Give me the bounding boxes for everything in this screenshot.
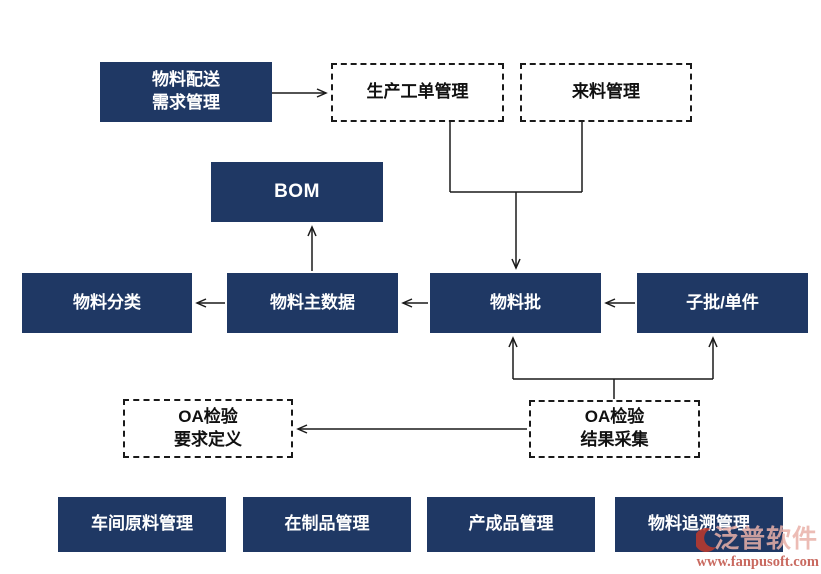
node-label: BOM (274, 181, 320, 203)
node-label: 物料批 (490, 292, 541, 312)
node-label: 需求管理 (152, 93, 220, 112)
node-label: 物料配送 (152, 70, 220, 90)
node-label: 生产工单管理 (366, 82, 469, 102)
node-finished-product: 产成品管理 (427, 497, 595, 552)
node-material-master: 物料主数据 (227, 273, 398, 333)
node-wip-management: 在制品管理 (243, 497, 411, 552)
node-label: 来料管理 (572, 82, 640, 102)
node-label: 物料分类 (73, 292, 141, 312)
node-material-distribution: 物料配送 需求管理 (100, 62, 272, 122)
node-label: 物料追溯管理 (648, 514, 750, 534)
node-label: OA检验 (178, 406, 238, 426)
watermark-url: www.fanpusoft.com (696, 554, 819, 570)
node-material-batch: 物料批 (430, 273, 601, 333)
node-label: 子批/单件 (686, 292, 759, 312)
node-incoming-material: 来料管理 (520, 63, 692, 122)
node-label: 结果采集 (580, 430, 649, 449)
fanpu-logo-icon (696, 528, 716, 553)
node-production-workorder: 生产工单管理 (331, 63, 504, 122)
node-label: 产成品管理 (468, 514, 554, 534)
node-label: 要求定义 (174, 429, 242, 449)
node-label: 车间原料管理 (91, 514, 193, 534)
node-workshop-raw-material: 车间原料管理 (58, 497, 226, 552)
node-sub-batch: 子批/单件 (637, 273, 808, 333)
watermark-logo-text: 泛普软件 (713, 525, 818, 553)
node-bom: BOM (211, 162, 383, 222)
node-material-category: 物料分类 (22, 273, 192, 333)
node-label: OA检验 (584, 407, 645, 427)
node-oa-inspection-result: OA检验 结果采集 (529, 400, 700, 458)
node-label: 物料主数据 (270, 292, 355, 312)
node-oa-inspection-requirement: OA检验 要求定义 (123, 399, 293, 458)
node-label: 在制品管理 (284, 514, 370, 534)
